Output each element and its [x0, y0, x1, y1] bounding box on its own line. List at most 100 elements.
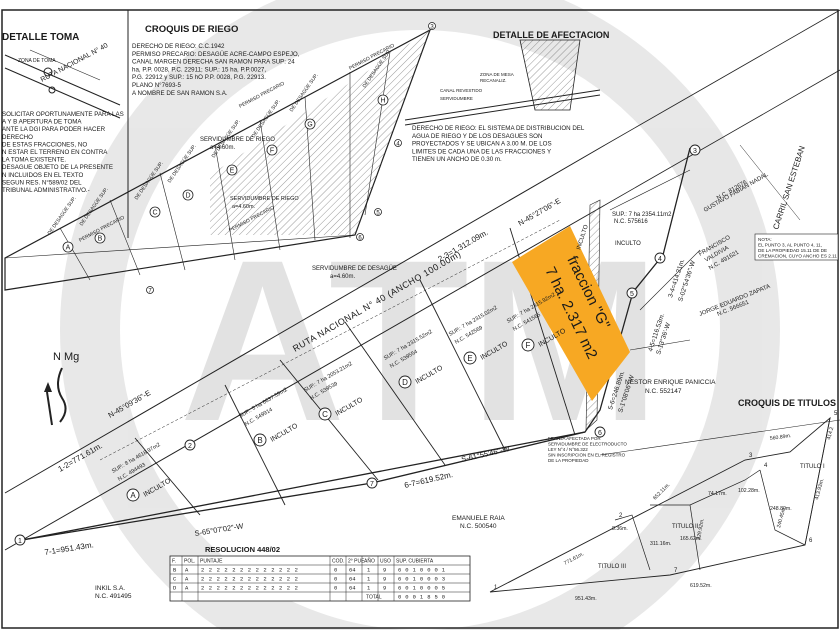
afectacion-note-line: LIMITES DE CADA UNA DE LAS FRACCIONES Y [412, 148, 551, 155]
riego-point [374, 208, 382, 216]
svg-text:N.C. 552147: N.C. 552147 [645, 388, 682, 395]
riego-fraction-id: E [230, 168, 235, 175]
riego-note-line: DERECHO DE RIEGO: C.C.1942 [132, 43, 225, 50]
riego-note-line: P.G. 22912 y SUP.: 15 hO P.P. 0028, P.G.… [132, 74, 266, 81]
titulo-dim: 165.62m. [680, 536, 702, 542]
riego-fraction-id: G [307, 122, 312, 129]
svg-text:RECANALIZ.: RECANALIZ. [480, 78, 507, 83]
svg-text:N.C. 575616: N.C. 575616 [614, 219, 648, 225]
riego-point [356, 233, 364, 241]
table-cell: 9 [383, 567, 386, 574]
plan-point-id: 2 [188, 443, 192, 450]
svg-text:INCULTO: INCULTO [615, 241, 641, 247]
servidumbre-riego-label: SERVIDUMBRE DE RIEGO [200, 137, 275, 143]
left-note-line: N INCLUIDOS EN EL TEXTO [2, 172, 84, 179]
riego-point-id: 5 [376, 211, 380, 217]
table-header-cell: PUNTAJE [200, 559, 223, 565]
riego-point [428, 22, 436, 30]
table-cell: 0 [334, 567, 337, 574]
titulo-dim: 248.80m. [770, 506, 792, 512]
afectacion-note-line: DERECHO DE RIEGO: EL SISTEMA DE DISTRIBU… [412, 125, 585, 132]
plan-point-id: 7 [370, 481, 374, 488]
table-header-cell: AÑO [364, 558, 375, 565]
table-header-cell: COD. [332, 559, 345, 565]
plan-point-id: 4 [658, 256, 662, 263]
table-cell: 0 [334, 585, 337, 592]
left-note-line: DE ESTAS FRACCIONES, NO [2, 141, 87, 148]
riego-note-line: A NOMBRE DE SAN RAMON S.A. [132, 90, 228, 97]
titulo-2-label: TITULO II [672, 524, 699, 530]
plan-point [366, 477, 378, 489]
table-header-cell: POL. [184, 559, 195, 565]
table-header-cell: SUP. CUBIERTA [396, 559, 434, 565]
titulo-dim: 414.2 [826, 426, 835, 440]
plan-point [626, 287, 638, 299]
left-note-line: LA TOMA EXISTENTE. [2, 157, 66, 164]
table-cell: A [185, 576, 189, 583]
electro-line: DE LA PROPIEDAD [548, 458, 589, 463]
nota-line: NOTA: [758, 237, 772, 242]
header-afectacion: DETALLE DE AFECTACION [493, 30, 609, 40]
nota-line: CREMACION, CUYO ANCHO ES 2.11 [758, 254, 837, 259]
plan-point-id: 5 [630, 291, 634, 298]
table-cell: A [185, 567, 189, 574]
titulo-dim: 74.17m. [708, 491, 727, 497]
riego-fraction-marker [226, 164, 238, 176]
riego-note-line: CANAL MARGEN DERECHA SAN RAMON PARA SUP:… [132, 59, 295, 66]
plan-point [689, 144, 701, 156]
titulo-point: 6 [809, 538, 813, 544]
titulo-1-label: TITULO I [800, 464, 825, 470]
electro-line: SERVIDUMBRE DE ELECTRODUCTO [548, 442, 627, 447]
plan-point-id: 3 [693, 148, 697, 155]
north-arrow: N Mg [44, 351, 79, 426]
riego-point [394, 139, 402, 147]
riego-fraction-marker [62, 241, 74, 253]
titulo-dim: 560.89m. [769, 433, 791, 442]
riego-note-line: ha, P.P. 0028, P.C. 22911; SUP.: 15 ha, … [132, 66, 266, 73]
fraction-marker [253, 433, 267, 447]
table-cell: D [173, 585, 177, 592]
titulo-point: 5 [834, 411, 838, 417]
fraction-id: D [402, 378, 408, 387]
riego-point-id: 4 [396, 142, 400, 148]
svg-text:INKIL S.A.: INKIL S.A. [95, 585, 125, 592]
table-cell: 6010003 [398, 576, 449, 583]
riego-fraction-text: DE DESAGÜE SUP. [46, 195, 78, 236]
left-note-line: SEGUN RES. N°589/02 DEL [2, 179, 82, 186]
left-note-line: DERECHO [2, 134, 33, 141]
detalle-afectacion-drawing: ZONA DE MESA RECANALIZ. CANAL REVESTIDO … [404, 39, 601, 126]
table-cell: 9 [383, 576, 386, 583]
fraction-marker [463, 351, 477, 365]
table-cell: 6010005 [398, 585, 449, 592]
header-titulos: CROQUIS DE TITULOS [738, 398, 836, 408]
plan-point [184, 439, 196, 451]
table-cell: 1 [367, 585, 371, 592]
fraction-id: A [130, 491, 136, 500]
electro-line: LEY N°4 / N°56.322 [548, 447, 588, 452]
plan-point-id: 6 [598, 430, 602, 437]
afectacion-note-line: TIENEN UN ANCHO DE 0.30 m. [412, 156, 502, 163]
riego-fraction-id: B [98, 236, 103, 243]
svg-text:SERVIDUMBRE DE RIEGO: SERVIDUMBRE DE RIEGO [230, 196, 299, 202]
riego-fraction-marker [94, 232, 106, 244]
titulo-dim: 229.92m. [696, 518, 706, 540]
electro-line: SIN INSCRIPCION EN EL REGISTRO [548, 453, 626, 458]
left-note-line: A Y B APERTURA DE TOMA [2, 119, 82, 126]
svg-text:a=4.60m.: a=4.60m. [330, 274, 356, 280]
titulo-dim: 240.45m. [776, 506, 787, 528]
plan-point [14, 534, 26, 546]
riego-point-id: 7 [148, 289, 152, 295]
resolucion-label: RESOLUCION 448/02 [205, 545, 280, 554]
table-total-label: TOTAL [366, 595, 382, 601]
table-cell: 64 [349, 585, 356, 592]
titulo-point: 1 [494, 585, 498, 591]
table-cell: 2222222222222 [201, 567, 302, 574]
left-note-line: ANTE LA DGI PARA PODER HACER [2, 126, 106, 133]
svg-text:S-65°07'02"-W: S-65°07'02"-W [194, 521, 245, 538]
detalle-toma: RUTA NACIONAL N° 40 ZONA DE TOMA [4, 41, 121, 119]
